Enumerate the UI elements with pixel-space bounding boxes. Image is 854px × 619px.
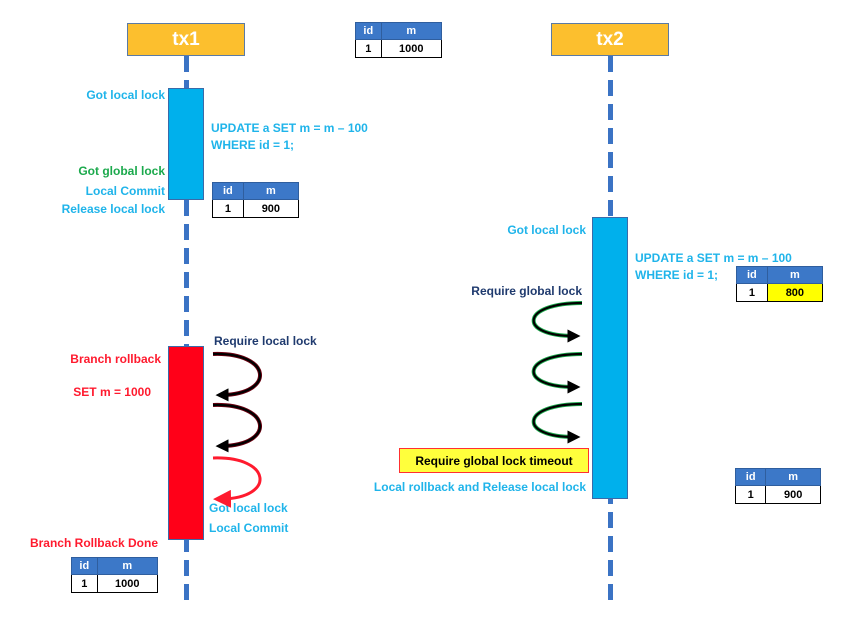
tx1-sql-line2: WHERE id = 1; (211, 138, 295, 152)
table-cell-m: 1000 (96, 574, 159, 593)
table-cell-id: 1 (71, 574, 98, 593)
table-cell-m: 1000 (380, 39, 443, 58)
tx1-activation-bar (168, 88, 204, 200)
table-header-m: m (380, 22, 443, 40)
table-header-id: id (734, 468, 767, 486)
tx2-got-local-lock: Got local lock (507, 223, 586, 237)
tx2-activation-bar (592, 217, 628, 499)
tx2-label: tx2 (596, 28, 624, 50)
table-cell-m: 900 (765, 485, 821, 504)
tx1-got-local-lock: Got local lock (86, 88, 165, 102)
tx2-timeout-label: Require global lock timeout (415, 453, 573, 468)
tx2-retry-loop-1 (531, 301, 583, 343)
tx1-require-local-lock: Require local lock (214, 334, 317, 348)
tx1-retry-loop-2 (212, 402, 262, 453)
tx1-rollback-bar (168, 346, 204, 540)
tx1-release-local-lock: Release local lock (61, 202, 165, 216)
tx1-got-global-lock: Got global lock (78, 164, 165, 178)
tx1-header: tx1 (127, 23, 245, 56)
tx1-retry-loop-3 (212, 456, 262, 508)
tx2-retry-loop-3 (531, 402, 583, 444)
table-header-id: id (736, 266, 768, 284)
tx2-require-global-lock: Require global lock (471, 284, 582, 298)
tx2-retry-loop-2 (531, 352, 583, 394)
tx1-lifeline (184, 56, 189, 604)
tx1-retry-loop-1 (212, 351, 262, 402)
tx2-sql-line1: UPDATE a SET m = m – 100 (635, 251, 792, 265)
tx1-set-m: SET m = 1000 (73, 385, 151, 399)
tx1-sql-line1: UPDATE a SET m = m – 100 (211, 121, 368, 135)
table-header-m: m (765, 468, 821, 486)
tx2-timeout-box: Require global lock timeout (399, 448, 589, 473)
table-cell-m-highlighted: 800 (766, 283, 824, 302)
table-header-id: id (355, 22, 382, 40)
tx1-label: tx1 (172, 28, 200, 50)
tx1-branch-rollback: Branch rollback (70, 352, 161, 366)
table-cell-id: 1 (212, 199, 244, 218)
tx2-sql-line2: WHERE id = 1; (635, 268, 719, 282)
table-cell-id: 1 (734, 485, 767, 504)
tx1-branch-rollback-done: Branch Rollback Done (29, 536, 158, 550)
table-cell-id: 1 (736, 283, 768, 302)
tx2-local-rollback: Local rollback and Release local lock (373, 480, 586, 494)
tx1-local-commit: Local Commit (85, 184, 165, 198)
tx1-local-commit-2: Local Commit (209, 521, 289, 535)
table-cell-m: 900 (242, 199, 300, 218)
table-header-m: m (242, 182, 300, 200)
tx2-header: tx2 (551, 23, 669, 56)
